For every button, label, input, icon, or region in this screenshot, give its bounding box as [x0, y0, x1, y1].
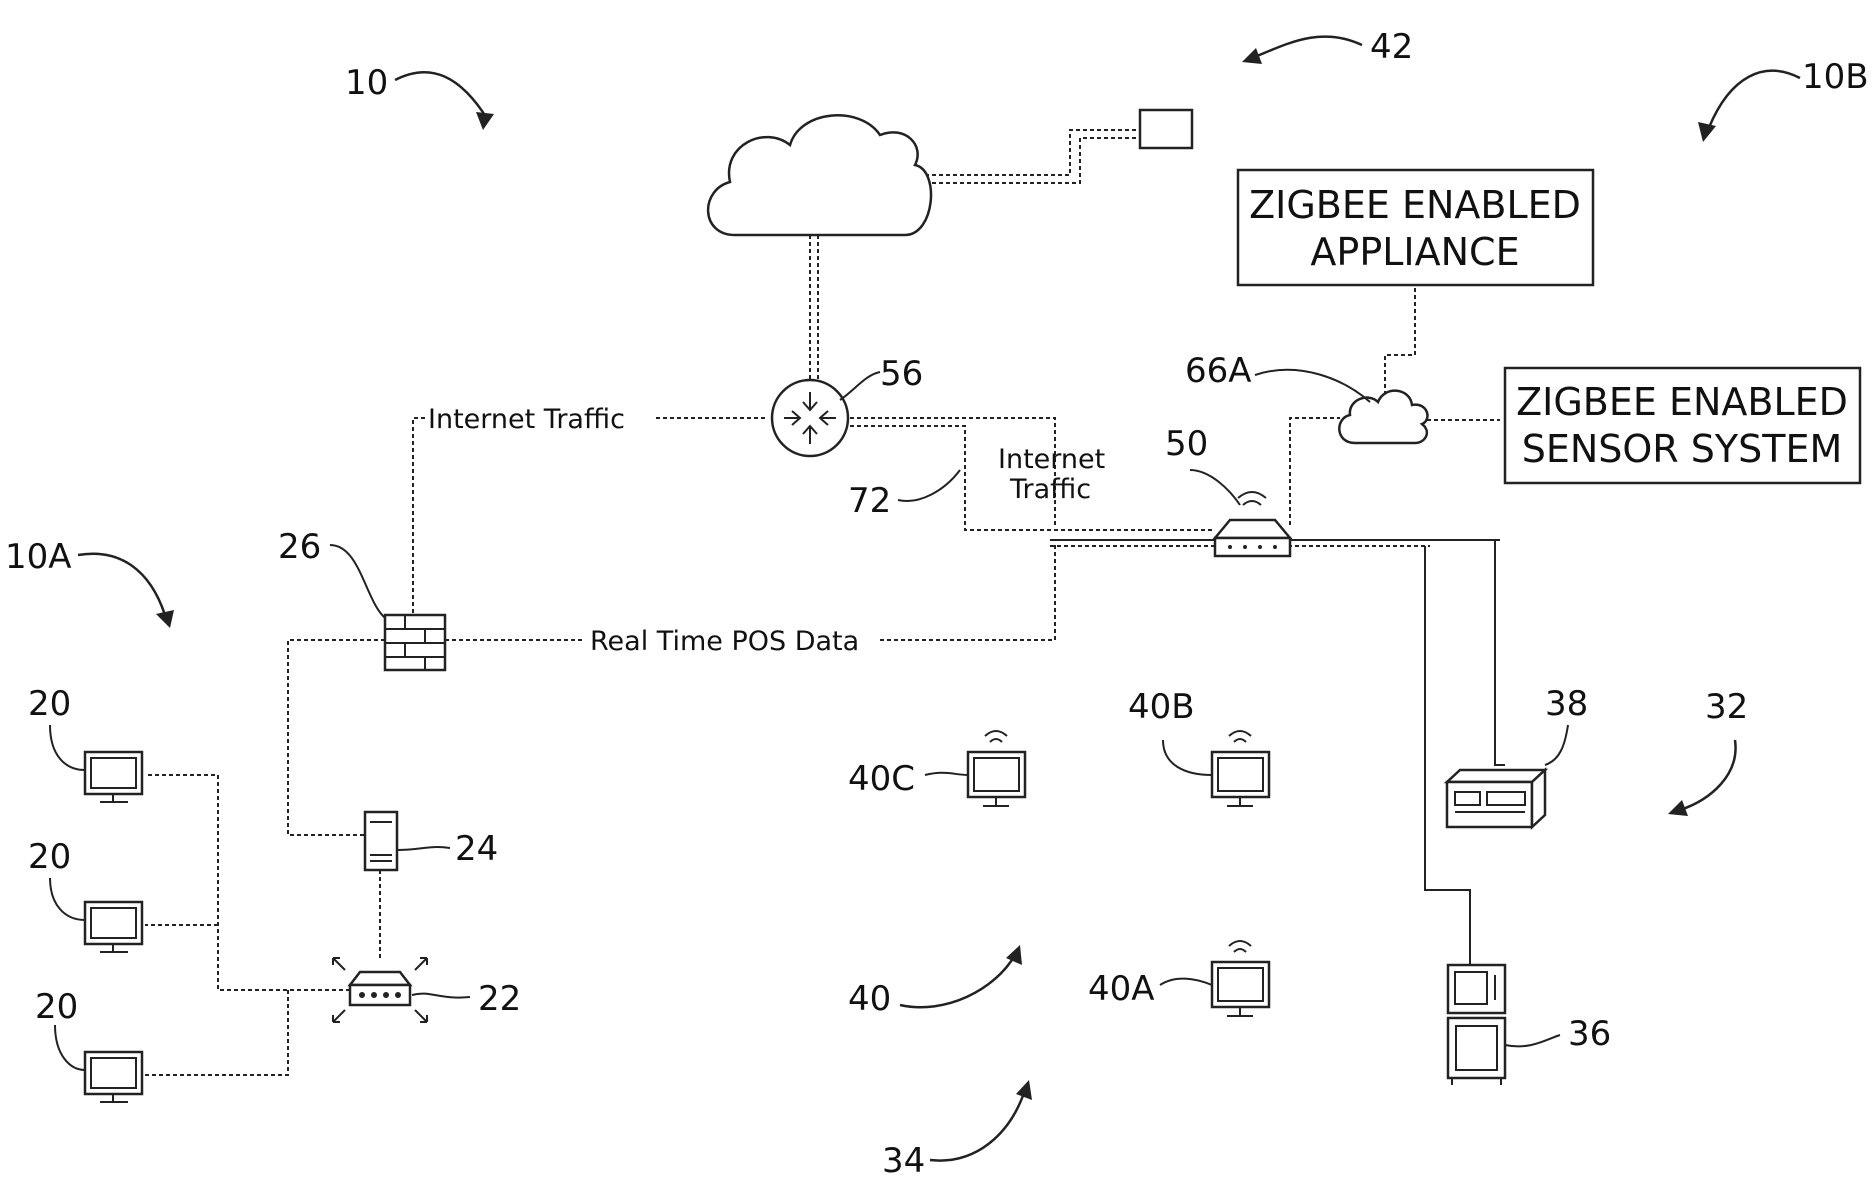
- bus-to-38: [1495, 540, 1505, 765]
- ref-20c-leader: [55, 1025, 85, 1070]
- ref-label-72: 72: [848, 481, 891, 521]
- ref-label-10B: 10B: [1802, 57, 1869, 97]
- ref-40A-leader: [1160, 979, 1212, 985]
- ref-42-arrow: [1242, 37, 1362, 64]
- ref-label-42: 42: [1370, 27, 1413, 67]
- pos-terminal-monitor-2: [85, 902, 142, 952]
- ref-label-32: 32: [1705, 687, 1748, 727]
- hub-to-monitor3: [145, 990, 288, 1075]
- ref-32-arrow: [1668, 740, 1736, 816]
- kitchen-equipment-38-icon: [1447, 770, 1545, 827]
- ref-22-leader: [412, 994, 470, 998]
- ref-40C-leader: [925, 773, 968, 775]
- ref-label-40: 40: [848, 979, 891, 1019]
- zigbee-appliance-line2: APPLIANCE: [1310, 230, 1519, 274]
- ref-26-leader: [330, 545, 385, 618]
- ref-label-10A: 10A: [5, 537, 72, 577]
- internet-cloud-icon: [708, 115, 931, 235]
- pos-line-right: [880, 545, 1055, 640]
- ref-label-20b: 20: [28, 837, 71, 877]
- ref-label-50: 50: [1165, 424, 1208, 464]
- internet-traffic-label-right-2: Traffic: [1009, 474, 1091, 505]
- ref-40B-leader: [1163, 740, 1212, 775]
- ref-72-leader: [898, 470, 960, 501]
- ref-label-20a: 20: [28, 684, 71, 724]
- ref-56-leader: [840, 372, 880, 400]
- wireless-display-40C: [968, 731, 1025, 806]
- wifi-access-point-icon: [1215, 492, 1290, 556]
- wifi-to-zigbee-cloud: [1290, 418, 1340, 525]
- zigbee-cloud-icon: [1339, 391, 1427, 443]
- ref-50-leader: [1190, 470, 1240, 505]
- ref-label-66A: 66A: [1185, 351, 1252, 391]
- ref-36-leader: [1505, 1035, 1560, 1046]
- firewall-icon: [385, 615, 445, 670]
- bus-to-36: [1425, 546, 1470, 965]
- ref-20b-leader: [50, 878, 85, 920]
- ref-label-36: 36: [1568, 1014, 1611, 1054]
- real-time-pos-label: Real Time POS Data: [590, 626, 859, 657]
- wireless-display-40B: [1212, 731, 1269, 806]
- traffic-to-firewall: [413, 418, 425, 615]
- ref-label-38: 38: [1545, 684, 1588, 724]
- ref-label-34: 34: [882, 1141, 925, 1180]
- ref-label-10: 10: [345, 63, 388, 103]
- zigbee-sensor-line1: ZIGBEE ENABLED: [1516, 380, 1848, 424]
- zigbee-to-appliance: [1385, 285, 1415, 395]
- ref-10-arrow: [395, 72, 494, 130]
- router-icon: [772, 380, 848, 456]
- ref-10A-arrow: [78, 554, 174, 628]
- server-pc-icon: [365, 812, 397, 870]
- ref-66A-leader: [1255, 370, 1370, 402]
- ref-20a-leader: [50, 725, 85, 770]
- ref-label-56: 56: [880, 354, 923, 394]
- ref-label-22: 22: [478, 979, 521, 1019]
- pos-terminal-monitor-1: [85, 752, 142, 802]
- ref-label-26: 26: [278, 527, 321, 567]
- ref-10B-arrow: [1698, 71, 1800, 142]
- ref-label-20c: 20: [35, 987, 78, 1027]
- pos-terminal-monitor-3: [85, 1052, 142, 1102]
- ref-38-leader: [1545, 725, 1568, 765]
- ref-label-40A: 40A: [1088, 969, 1155, 1009]
- ref-40-arrow: [900, 945, 1022, 1007]
- ref-24-leader: [397, 847, 450, 850]
- internet-traffic-label-left: Internet Traffic: [428, 404, 625, 435]
- remote-device-box: [1140, 110, 1192, 148]
- ref-label-40C: 40C: [848, 759, 915, 799]
- cloud-remote-link: [890, 130, 1140, 175]
- kitchen-equipment-36-icon: [1448, 965, 1505, 1085]
- internet-traffic-label-right-1: Internet: [998, 444, 1105, 475]
- firewall-to-pc24: [288, 640, 385, 835]
- ref-34-arrow: [930, 1080, 1032, 1161]
- ref-label-24: 24: [455, 829, 498, 869]
- zigbee-sensor-line2: SENSOR SYSTEM: [1522, 427, 1843, 471]
- hub-to-monitor1: [145, 775, 350, 990]
- wireless-display-40A: [1212, 941, 1269, 1016]
- zigbee-appliance-line1: ZIGBEE ENABLED: [1249, 183, 1581, 227]
- ref-label-40B: 40B: [1128, 687, 1195, 727]
